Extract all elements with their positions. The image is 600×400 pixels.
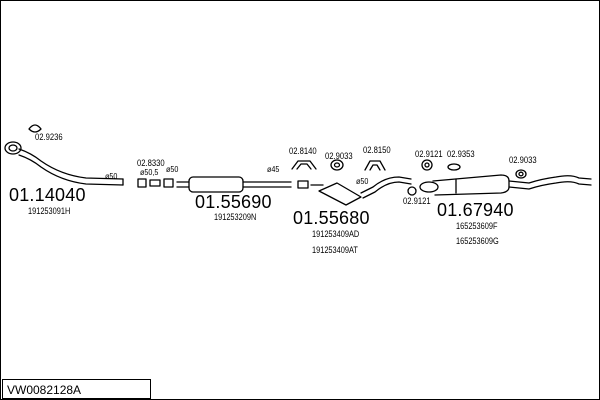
fitting-number: 02.9121 — [403, 196, 431, 206]
fitting-number: 02.9033 — [325, 151, 353, 161]
oe-ref-front-pipe: 191253091H — [28, 206, 71, 216]
rubber-mount-02-9033 — [330, 159, 344, 171]
oe-ref-front-silencer: 191253209N — [214, 212, 257, 222]
fitting-number: 02.9121 — [415, 149, 443, 159]
model-code: VW0082128A — [7, 383, 82, 397]
clamp-02-8330 — [137, 178, 174, 188]
fitting-number: 02.8140 — [289, 146, 317, 156]
clamp-diameter: ø50 — [166, 165, 179, 174]
fitting-number: 02.8150 — [363, 145, 391, 155]
fitting-number: 02.9033 — [509, 155, 537, 165]
fitting-number: 02.8330 — [137, 158, 165, 168]
middle-silencer-01-55680 — [310, 176, 412, 206]
clamp-diameter: ø50,5 — [140, 168, 159, 177]
model-code-box: VW0082128A — [2, 379, 151, 399]
clamp-diameter: ø45 — [267, 165, 280, 174]
front-pipe-01-14040 — [4, 141, 124, 186]
part-number-rear-silencer: 01.67940 — [437, 200, 514, 220]
clamp-02-9121-lower — [407, 186, 417, 196]
sleeve-connector — [297, 180, 309, 189]
fitting-number: 02.9353 — [447, 149, 475, 159]
part-number-middle-silencer: 01.55680 — [293, 208, 370, 228]
front-silencer-01-55690 — [176, 176, 292, 193]
rear-silencer-01-67940 — [419, 174, 592, 196]
part-number-front-silencer: 01.55690 — [195, 192, 272, 212]
rubber-mount-02-9033-rear — [515, 169, 527, 179]
oe-ref-rear-silencer-2: 165253609G — [456, 236, 499, 246]
clamp-diameter: ø50 — [105, 172, 118, 181]
rubber-mount-02-9121 — [421, 159, 433, 171]
flange-gasket-02-9236 — [28, 124, 42, 133]
clamp-diameter: ø50 — [356, 177, 369, 186]
oe-ref-middle-silencer-1: 191253409AD — [312, 229, 360, 239]
part-number-front-pipe: 01.14040 — [9, 185, 86, 205]
oe-ref-rear-silencer-1: 165253609F — [456, 221, 498, 231]
bracket-02-8150 — [364, 160, 386, 171]
oe-ref-middle-silencer-2: 191253409AT — [312, 245, 358, 255]
clamp-02-9353 — [447, 163, 461, 171]
fitting-number: 02.9236 — [35, 132, 63, 142]
bracket-02-8140 — [291, 160, 317, 170]
